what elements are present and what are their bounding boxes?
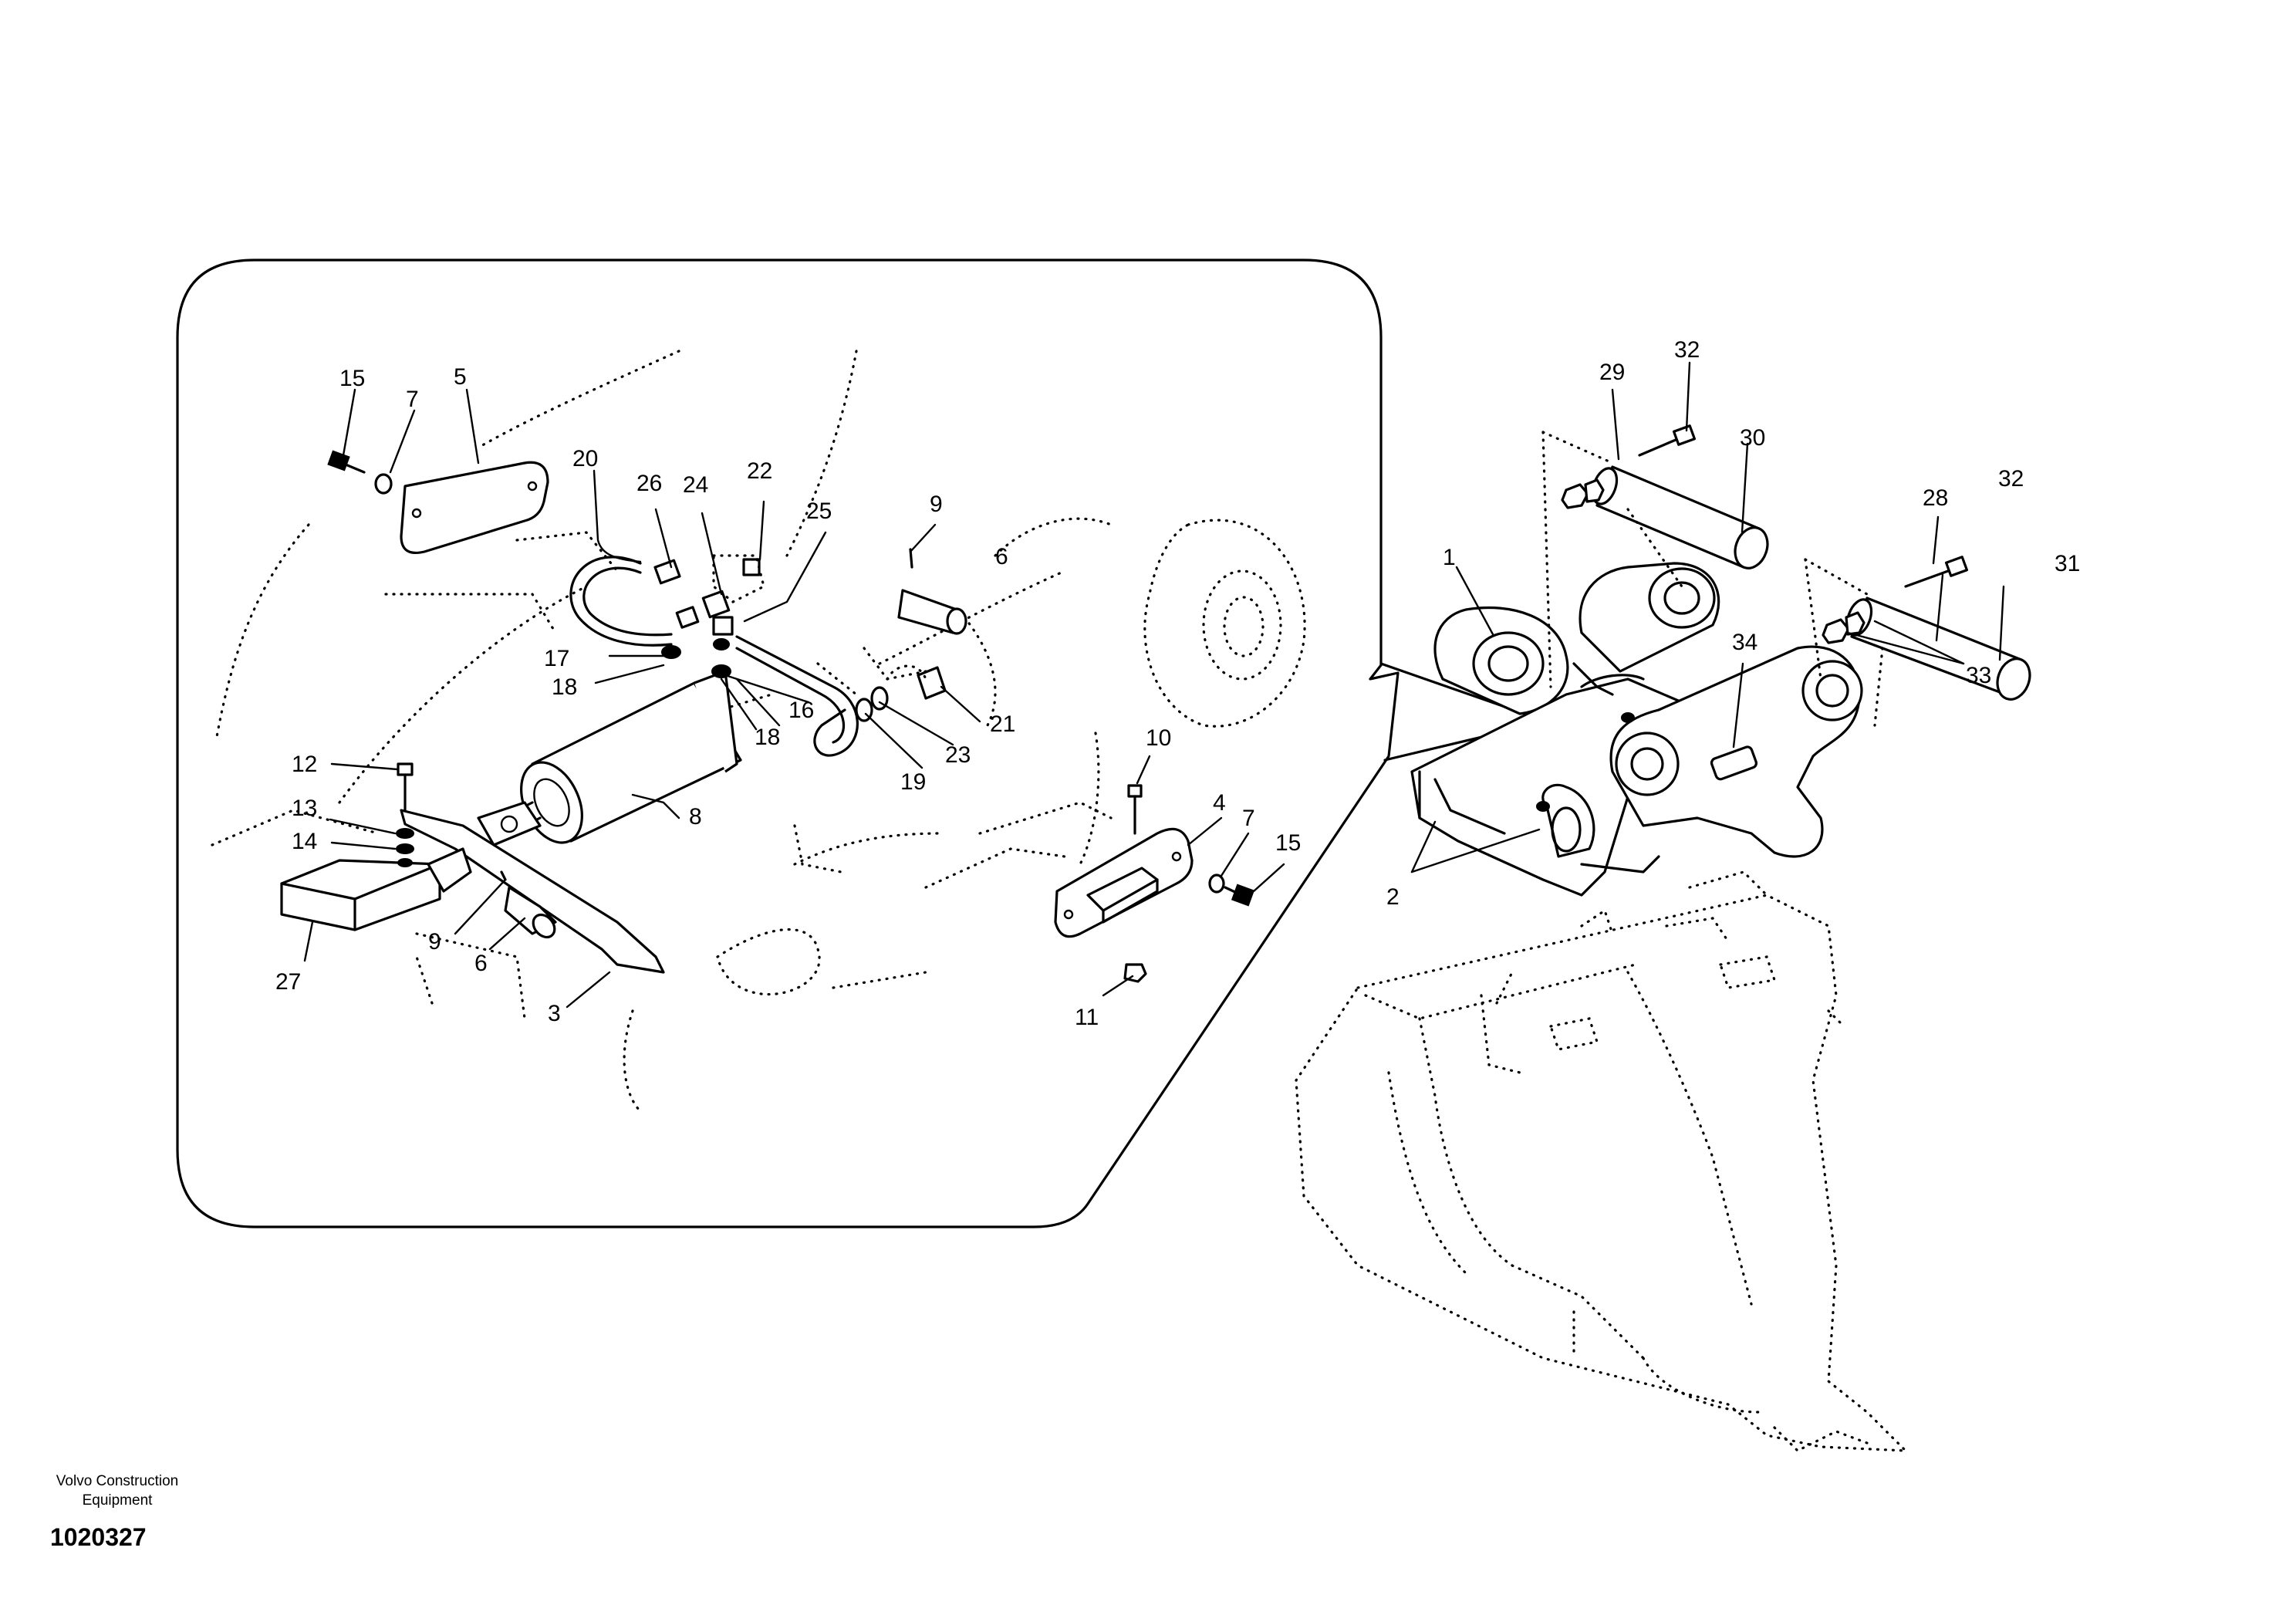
label-19: 19	[900, 769, 926, 795]
company-name-line-1: Volvo Construction	[56, 1473, 178, 1489]
quick-coupler-assembly	[1410, 562, 1863, 897]
part-34-slot	[1710, 745, 1758, 781]
label-18-right: 18	[755, 725, 780, 750]
label-11: 11	[1075, 1005, 1099, 1030]
drawing-number: 1020327	[50, 1523, 147, 1551]
part-25-hose-inner	[735, 647, 846, 744]
label-14: 14	[292, 829, 317, 854]
part-32-bolt-upper	[1638, 424, 1697, 457]
label-13: 13	[292, 796, 317, 821]
part-33-nuts	[1822, 611, 1866, 644]
label-5: 5	[454, 364, 467, 390]
label-6-lower: 6	[474, 951, 488, 976]
part-32-bolt-lower	[1904, 556, 1969, 588]
label-9-upper: 9	[930, 492, 943, 517]
company-name-line-2: Equipment	[83, 1492, 154, 1509]
label-32-lower: 32	[1998, 466, 2024, 492]
label-34: 34	[1732, 630, 1757, 655]
leader-lines	[303, 361, 2005, 1009]
label-30: 30	[1740, 425, 1765, 451]
label-27: 27	[275, 969, 301, 995]
label-8: 8	[689, 804, 702, 830]
label-22: 22	[747, 458, 772, 484]
label-26: 26	[636, 471, 662, 496]
label-2: 2	[1386, 884, 1400, 910]
label-16: 16	[788, 698, 814, 723]
label-31: 31	[2055, 551, 2080, 576]
label-15-upper: 15	[339, 366, 365, 391]
pin-29-projection	[1541, 431, 1683, 688]
pin-28-projection	[1804, 558, 1884, 727]
label-32-upper: 32	[1674, 337, 1700, 363]
label-25: 25	[806, 498, 832, 524]
part-14-washer	[396, 843, 414, 854]
label-9-lower: 9	[428, 929, 441, 955]
part-4-cover	[1054, 827, 1194, 938]
part-9-split-pin-lower	[500, 870, 507, 881]
label-23: 23	[945, 742, 971, 768]
part-6-pin-lower	[504, 886, 557, 939]
part-3-lever	[400, 809, 665, 974]
label-24: 24	[683, 472, 708, 498]
bucket-outline	[1295, 870, 1909, 1452]
label-29: 29	[1599, 360, 1625, 385]
label-10: 10	[1146, 725, 1171, 751]
part-10-bolt	[1127, 784, 1143, 835]
part-6-pin-upper	[897, 589, 967, 635]
label-4: 4	[1213, 790, 1226, 816]
label-7-lower: 7	[1242, 806, 1255, 831]
detail-callout-frame	[176, 259, 1400, 1228]
part-20-hose	[569, 556, 673, 647]
part-8-cylinder	[477, 670, 742, 846]
label-12: 12	[292, 752, 317, 777]
label-1: 1	[1443, 545, 1456, 570]
label-21: 21	[990, 711, 1015, 737]
label-6-upper: 6	[995, 544, 1008, 569]
part-7-washer-upper	[374, 473, 393, 495]
part-27-block	[280, 847, 472, 931]
part-25-hose	[735, 635, 859, 757]
label-15-lower: 15	[1275, 830, 1301, 856]
label-28: 28	[1923, 485, 1948, 511]
label-17: 17	[544, 646, 569, 671]
part-labels: 15 7 5 20 26 24 22 25 9 6 17 18 16 18 21…	[275, 337, 2080, 1030]
part-7-washer-lower	[1208, 874, 1225, 894]
part-12-bolt	[397, 762, 414, 812]
label-3: 3	[548, 1001, 561, 1026]
label-20: 20	[572, 446, 598, 471]
label-18-left: 18	[552, 674, 577, 700]
part-15-bolt-lower	[1224, 884, 1255, 907]
part-5-cover-plate	[400, 461, 549, 554]
part-29-nuts	[1561, 478, 1605, 509]
part-15-bolt-upper	[327, 450, 366, 474]
part-20-hose-inner	[582, 566, 673, 637]
label-7-upper: 7	[406, 387, 419, 412]
part-13-washer	[396, 828, 414, 839]
label-33: 33	[1966, 663, 1991, 688]
